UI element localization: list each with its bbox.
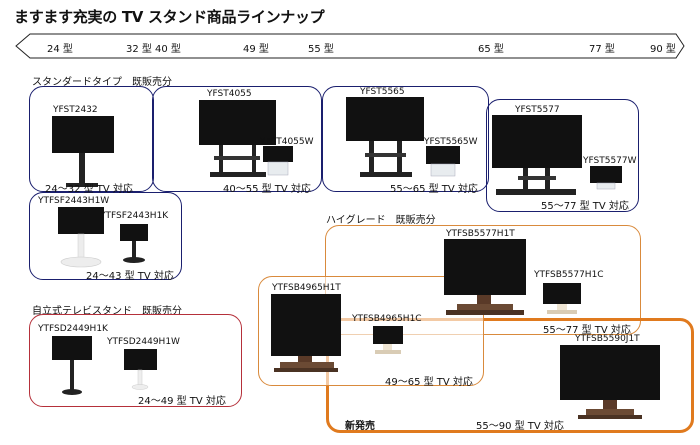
model-label-ytfsb4965h1t: YTFSB4965H1T <box>272 283 341 293</box>
tv-stand-yfst5577w-image <box>590 166 622 190</box>
page-title: ますます充実の TV スタンド商品ラインナップ <box>14 8 325 26</box>
category-freestanding: 自立式テレビスタンド 既販売分 <box>32 306 182 317</box>
model-label-yfst4055: YFST4055 <box>207 89 252 99</box>
tv-stand-ytfsf2443h1k-image <box>120 224 148 263</box>
group-box-ytfsf2443 <box>29 192 182 280</box>
model-label-yfst2432: YFST2432 <box>53 105 98 115</box>
scale-tick-65: 65 型 <box>478 44 504 55</box>
tv-stand-yfst4055w-image <box>263 146 293 176</box>
model-label-ytfsf2443h1w: YTFSF2443H1W <box>38 196 110 206</box>
tv-stand-ytfsd2449h1w-image <box>124 349 157 390</box>
tv-stand-yfst2432-image <box>52 116 114 187</box>
model-label-ytfsb5590j1t: YTFSB5590J1T <box>575 334 640 344</box>
model-label-ytfsd2449h1w: YTFSD2449H1W <box>107 337 180 347</box>
tv-stand-ytfsb4965h1t-image <box>271 294 341 372</box>
tv-stand-yfst5565w-image <box>426 146 460 177</box>
range-label-yfst5577: 55～77 型 TV 対応 <box>541 201 629 212</box>
range-label-ytfsd2449: 24～49 型 TV 対応 <box>138 396 226 407</box>
scale-tick-77: 77 型 <box>589 44 615 55</box>
scale-tick-32: 32 型 <box>126 44 152 55</box>
scale-tick-24: 24 型 <box>47 44 73 55</box>
model-label-yfst5577w: YFST5577W <box>583 156 637 166</box>
range-label-ytfsf2443: 24～43 型 TV 対応 <box>86 271 174 282</box>
range-label-ytfsb4965: 49～65 型 TV 対応 <box>385 377 473 388</box>
range-label-ytfsb5590: 55～90 型 TV 対応 <box>476 421 564 432</box>
scale-tick-55: 55 型 <box>308 44 334 55</box>
tv-stand-ytfsb4965h1c-image <box>373 326 403 354</box>
range-label-yfst4055: 40～55 型 TV 対応 <box>223 184 311 195</box>
scale-tick-90: 90 型 <box>650 44 676 55</box>
tv-stand-yfst5577-image <box>492 115 582 195</box>
range-label-yfst2432: 24～32 型 TV 対応 <box>45 184 133 195</box>
model-label-ytfsd2449h1k: YTFSD2449H1K <box>38 324 108 334</box>
tv-stand-ytfsd2449h1k-image <box>52 336 92 395</box>
model-label-yfst5565: YFST5565 <box>360 87 405 97</box>
tv-stand-yfst5565-image <box>346 97 424 177</box>
group-box-yfst5565 <box>322 86 489 192</box>
model-label-ytfsb5577h1c: YTFSB5577H1C <box>534 270 604 280</box>
range-label-ytfsb5577: 55～77 型 TV 対応 <box>543 325 631 336</box>
category-standard: スタンダードタイプ 既販売分 <box>32 77 172 88</box>
tv-stand-ytfsb5590j1t-image <box>560 345 660 419</box>
model-label-yfst5565w: YFST5565W <box>424 137 478 147</box>
tv-stand-ytfsb5577h1t-image <box>444 239 526 315</box>
group-box-yfst2432 <box>29 86 154 192</box>
scale-tick-40: 40 型 <box>155 44 181 55</box>
tv-stand-ytfsf2443h1w-image <box>58 207 104 268</box>
group-box-ytfsd2449 <box>29 314 242 407</box>
new-release-badge: 新発売 <box>345 421 375 432</box>
category-high-grade: ハイグレード 既販売分 <box>326 215 436 226</box>
model-label-yfst5577: YFST5577 <box>515 105 560 115</box>
model-label-ytfsb4965h1c: YTFSB4965H1C <box>352 314 422 324</box>
tv-stand-yfst4055-image <box>199 100 276 177</box>
scale-tick-49: 49 型 <box>243 44 269 55</box>
model-label-yfst4055w: YFST4055W <box>260 137 314 147</box>
group-box-yfst4055 <box>152 86 322 192</box>
model-label-ytfsb5577h1t: YTFSB5577H1T <box>446 229 515 239</box>
model-label-ytfsf2443h1k: YTFSF2443H1K <box>100 211 169 221</box>
size-scale-arrow <box>15 33 685 59</box>
tv-stand-ytfsb5577h1c-image <box>543 283 581 314</box>
group-box-yfst5577 <box>486 99 639 212</box>
range-label-yfst5565: 55～65 型 TV 対応 <box>390 184 478 195</box>
